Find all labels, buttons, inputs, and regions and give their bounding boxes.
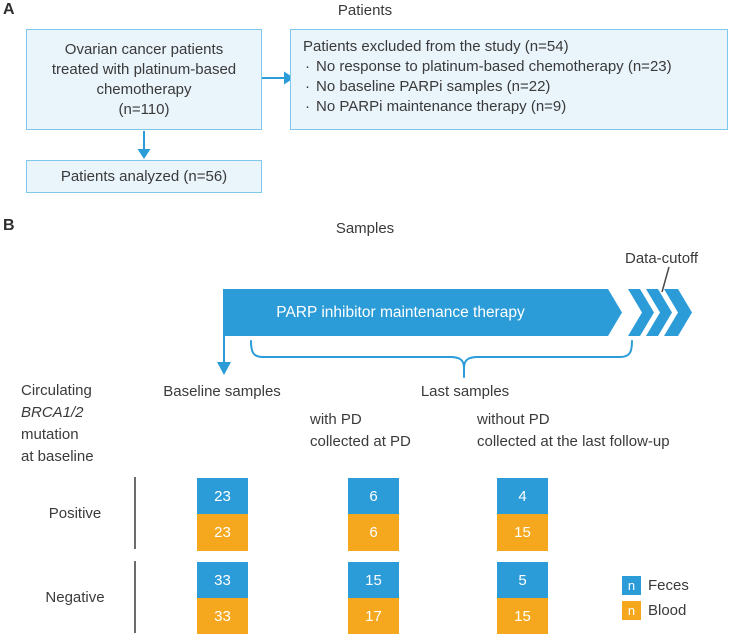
arrow-down-a-head-icon (137, 149, 151, 159)
panel-a-title: Patients (337, 2, 393, 19)
cell-positive-withoutpd-feces: 4 (497, 478, 548, 514)
cell-positive-baseline-feces: 23 (197, 478, 248, 514)
cell-negative-baseline-feces: 33 (197, 562, 248, 598)
without-pd-line: without PD (477, 411, 550, 428)
chevron-icon (664, 289, 692, 336)
panel-b-title: Samples (335, 220, 395, 237)
excluded-bullet-text: No response to platinum-based chemothera… (316, 58, 672, 75)
legend-blood-swatch-icon: n (622, 601, 641, 620)
without-pd-line: collected at the last follow-up (477, 433, 670, 450)
bullet-icon: · (305, 98, 310, 115)
bullet-icon: · (305, 58, 310, 75)
excluded-box: Patients excluded from the study (n=54) … (290, 29, 728, 130)
main-cohort-line: treated with platinum-based (51, 60, 237, 78)
main-cohort-line: (n=110) (118, 100, 170, 118)
row-header-line: at baseline (21, 448, 94, 465)
cell-negative-withpd-feces: 15 (348, 562, 399, 598)
main-cohort-line: chemotherapy (96, 80, 192, 98)
cell-negative-withpd-blood: 17 (348, 598, 399, 634)
panel-a-label: A (3, 1, 15, 18)
row-header: Circulating BRCA1/2 mutation at baseline (21, 380, 94, 468)
legend-feces-swatch-icon: n (622, 576, 641, 595)
excluded-bullet: · No response to platinum-based chemothe… (303, 57, 715, 77)
excluded-bullet-text: No baseline PARPi samples (n=22) (316, 78, 551, 95)
cell-positive-withpd-feces: 6 (348, 478, 399, 514)
without-pd-note: without PD collected at the last follow-… (477, 409, 670, 453)
panel-b-label: B (3, 217, 15, 234)
cell-positive-withpd-blood: 6 (348, 514, 399, 551)
main-cohort-line: Ovarian cancer patients (64, 40, 224, 58)
data-cutoff-label: Data-cutoff (625, 250, 699, 267)
analyzed-box: Patients analyzed (n=56) (26, 160, 262, 193)
row-label-negative: Negative (45, 589, 105, 606)
cell-negative-baseline-blood: 33 (197, 598, 248, 634)
last-samples-label: Last samples (420, 383, 510, 400)
last-samples-brace (250, 340, 633, 378)
legend-feces-label: Feces (648, 577, 689, 594)
cell-positive-withoutpd-blood: 15 (497, 514, 548, 551)
with-pd-line: collected at PD (310, 433, 411, 450)
excluded-bullet: · No PARPi maintenance therapy (n=9) (303, 97, 715, 117)
row-header-line: Circulating (21, 382, 92, 399)
legend-blood-label: Blood (648, 602, 687, 619)
chevron-icon (628, 289, 654, 336)
with-pd-line: with PD (310, 411, 362, 428)
cell-positive-baseline-blood: 23 (197, 514, 248, 551)
analyzed-text: Patients analyzed (n=56) (60, 167, 228, 185)
cell-negative-withoutpd-feces: 5 (497, 562, 548, 598)
excluded-bullet: · No baseline PARPi samples (n=22) (303, 77, 715, 97)
row-label-positive: Positive (48, 505, 102, 522)
row-header-line: mutation (21, 426, 79, 443)
main-cohort-box: Ovarian cancer patients treated with pla… (26, 29, 262, 130)
baseline-arrow-head-icon (217, 362, 231, 375)
bullet-icon: · (305, 78, 310, 95)
therapy-bar-label: PARP inhibitor maintenance therapy (276, 303, 525, 321)
chevron-icon (646, 289, 672, 336)
with-pd-note: with PD collected at PD (310, 409, 411, 453)
cell-negative-withoutpd-blood: 15 (497, 598, 548, 634)
baseline-samples-label: Baseline samples (163, 383, 281, 400)
data-cutoff-pointer-line (661, 266, 670, 293)
row-header-gene: BRCA1/2 (21, 404, 84, 421)
excluded-title: Patients excluded from the study (n=54) (303, 38, 569, 55)
excluded-bullet-text: No PARPi maintenance therapy (n=9) (316, 98, 567, 115)
